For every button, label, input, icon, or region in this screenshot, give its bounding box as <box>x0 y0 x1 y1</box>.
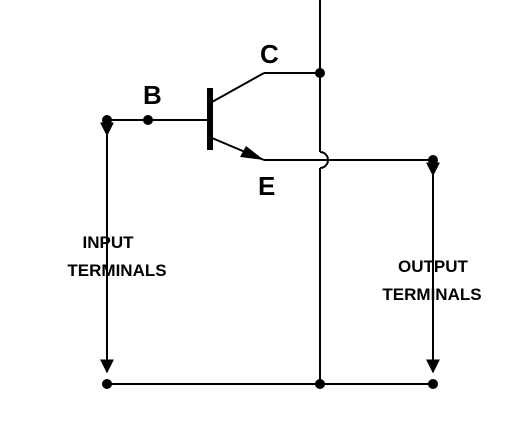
output-terminals-label-line2: TERMINALS <box>382 285 481 304</box>
common-junction-dot <box>315 379 325 389</box>
input-terminals-label-line2: TERMINALS <box>67 261 166 280</box>
output-terminals-label-line1: OUTPUT <box>398 257 469 276</box>
emitter-label: E <box>258 171 275 201</box>
input-terminal-bottom-dot <box>102 379 112 389</box>
emitter-arrow-icon <box>240 146 264 160</box>
collector-junction-dot <box>315 68 325 78</box>
output-terminal-bottom-dot <box>428 379 438 389</box>
base-junction-dot <box>143 115 153 125</box>
collector-label: C <box>260 39 279 69</box>
collector-lead-wire <box>211 72 265 103</box>
output-terminal-top-dot <box>428 155 438 165</box>
base-label: B <box>143 80 162 110</box>
input-terminal-top-dot <box>102 115 112 125</box>
input-terminals-label-line1: INPUT <box>83 233 135 252</box>
